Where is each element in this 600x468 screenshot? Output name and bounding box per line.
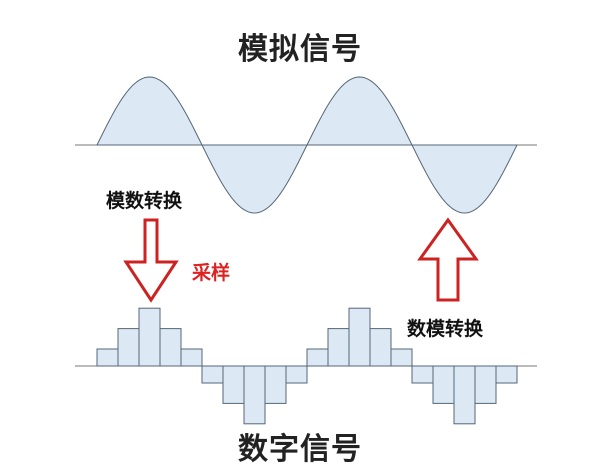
digital-step-bar: [369, 328, 392, 367]
sampling-label: 采样: [192, 262, 231, 284]
digital-signal-title: 数字信号: [238, 432, 362, 467]
digital-step-bar: [411, 365, 434, 384]
digital-step-bar: [453, 365, 476, 425]
dac-label: 数模转换: [407, 318, 484, 340]
digital-step-bar: [243, 365, 266, 425]
digital-step-bar: [180, 348, 203, 367]
digital-step-bar: [390, 348, 413, 367]
down-arrow-icon: [123, 218, 179, 303]
digital-step-bar: [96, 348, 119, 367]
up-arrow-icon: [417, 217, 479, 302]
digital-step-bar: [138, 307, 161, 367]
digital-step-bar: [327, 328, 350, 367]
digital-step-bar: [285, 365, 308, 384]
digital-step-bar: [222, 365, 245, 404]
digital-step-bar: [474, 365, 497, 404]
digital-step-bar: [432, 365, 455, 404]
analog-sine-wave: [96, 76, 518, 214]
digital-step-bar: [159, 328, 182, 367]
digital-step-bar: [348, 307, 371, 367]
analog-signal-title: 模拟信号: [238, 32, 362, 67]
digital-step-bar: [495, 365, 518, 384]
digital-step-bar: [306, 348, 329, 367]
digital-step-bar: [201, 365, 224, 384]
adc-label: 模数转换: [106, 190, 183, 212]
digital-step-bar: [264, 365, 287, 404]
digital-step-bars: [96, 307, 518, 425]
digital-step-bar: [117, 328, 140, 367]
